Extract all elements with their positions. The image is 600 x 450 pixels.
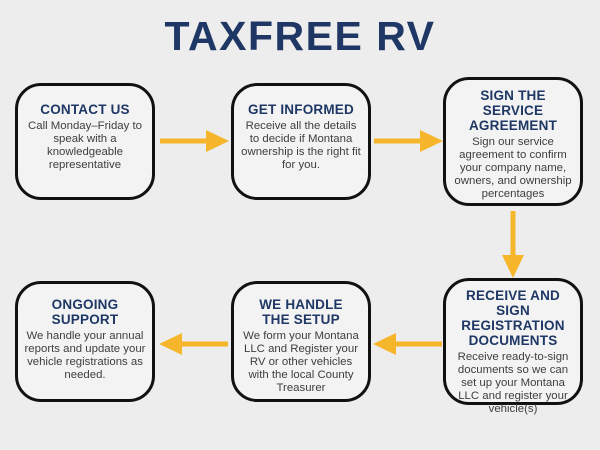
arrow-right-icon <box>158 128 230 154</box>
step-body: Sign our service agreement to confirm yo… <box>454 136 572 200</box>
step-heading: CONTACT US <box>40 102 130 117</box>
step-body: Call Monday–Friday to speak with a knowl… <box>28 120 142 171</box>
step-box-contact-us: CONTACT US Call Monday–Friday to speak w… <box>15 83 155 200</box>
step-box-we-handle-the-setup: WE HANDLE THE SETUP We form your Montana… <box>231 281 371 402</box>
step-box-ongoing-support: ONGOING SUPPORT We handle your annual re… <box>15 281 155 402</box>
arrow-left-icon <box>158 331 230 357</box>
step-body: We handle your annual reports and update… <box>24 330 146 381</box>
step-body: Receive all the details to decide if Mon… <box>241 120 361 171</box>
arrow-left-icon <box>372 331 444 357</box>
step-box-receive-sign-registration-documents: RECEIVE AND SIGN REGISTRATION DOCUMENTS … <box>443 278 583 415</box>
page-title: TAXFREE RV <box>164 13 436 59</box>
step-heading: RECEIVE AND SIGN REGISTRATION DOCUMENTS <box>461 288 565 349</box>
step-heading: ONGOING SUPPORT <box>51 297 119 328</box>
arrow-right-icon <box>372 128 444 154</box>
arrow-down-icon <box>500 209 526 279</box>
step-body: We form your Montana LLC and Register yo… <box>243 330 359 394</box>
step-heading: SIGN THE SERVICE AGREEMENT <box>468 88 558 134</box>
step-box-sign-service-agreement: SIGN THE SERVICE AGREEMENT Sign our serv… <box>443 77 583 206</box>
step-body: Receive ready-to-sign documents so we ca… <box>457 351 569 415</box>
step-heading: WE HANDLE THE SETUP <box>259 297 343 328</box>
step-box-get-informed: GET INFORMED Receive all the details to … <box>231 83 371 200</box>
step-heading: GET INFORMED <box>248 102 354 117</box>
